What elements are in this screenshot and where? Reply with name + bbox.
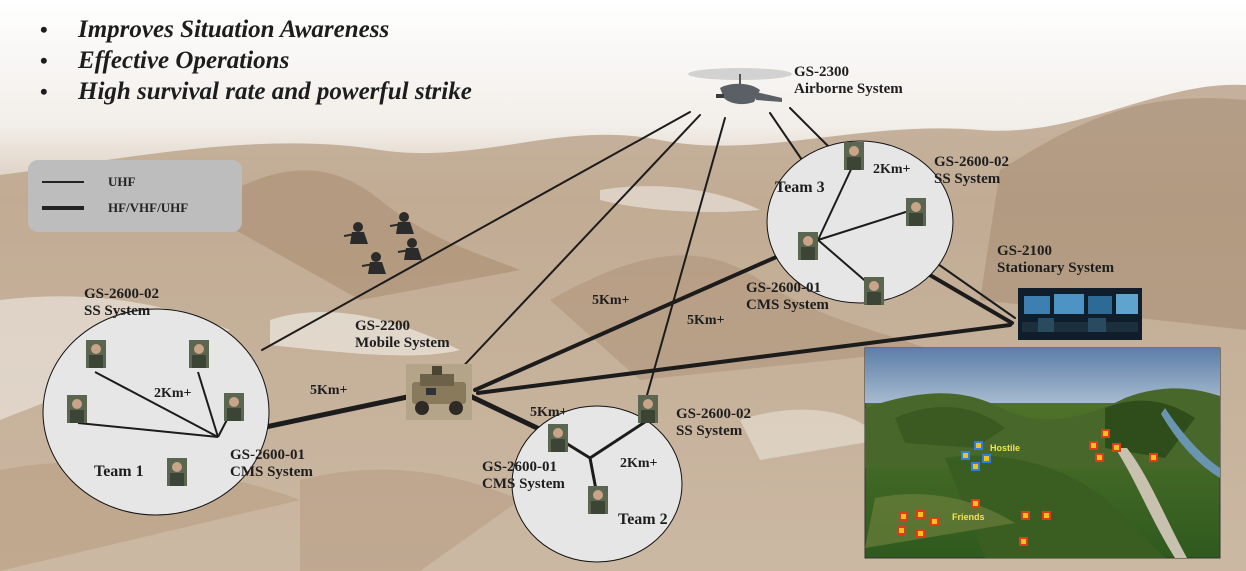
bullet-situation-awareness: •Improves Situation Awareness	[40, 16, 390, 43]
bullet-effective-operations: •Effective Operations	[40, 47, 290, 74]
soldier-icon	[67, 395, 87, 423]
inset-hostile-label: Hostile	[990, 443, 1020, 453]
bullet-survival-strike: •High survival rate and powerful strike	[40, 78, 472, 105]
soldier-icon	[864, 277, 884, 305]
mid-lower-distance: 5Km+	[687, 313, 725, 328]
friend-marker	[897, 526, 906, 535]
stationary-system-label: GS-2100 Stationary System	[997, 243, 1115, 276]
hostile-markers	[961, 441, 991, 471]
team2-cms-system-label: GS-2600-01 CMS System	[482, 459, 565, 492]
legend-thick-line	[42, 206, 84, 210]
hostile-marker	[982, 454, 991, 463]
friend-marker	[1095, 453, 1104, 462]
team3-circle	[766, 140, 954, 304]
hostile-marker	[971, 462, 980, 471]
link-heli-mobile	[454, 114, 701, 376]
soldier-icon	[588, 486, 608, 514]
friend-marker	[930, 517, 939, 526]
team2-label: Team 2	[618, 511, 668, 528]
legend-hf-vhf-uhf-label: HF/VHF/UHF	[108, 200, 189, 215]
team1-inner-distance: 2Km+	[154, 386, 192, 401]
bullet-dot: •	[40, 48, 48, 73]
inset-terrain-map	[864, 347, 1221, 559]
bullet-dot: •	[40, 79, 48, 104]
link-heli-team1	[261, 111, 691, 351]
soldier-icon	[86, 340, 106, 368]
mobile-system-label: GS-2200 Mobile System	[355, 318, 450, 351]
friend-marker	[899, 512, 908, 521]
legend-thin-line	[42, 181, 84, 183]
legend-box: UHF HF/VHF/UHF	[28, 160, 242, 232]
airborne-system-label: GS-2300 Airborne System	[794, 64, 903, 97]
soldier-icon	[638, 395, 658, 423]
link-heli-station	[789, 107, 831, 149]
soldier-icon	[548, 424, 568, 452]
legend-row-hf-vhf-uhf: HF/VHF/UHF	[42, 198, 188, 218]
soldier-icon	[906, 198, 926, 226]
link-mobile-team3	[473, 241, 810, 392]
team1-label: Team 1	[94, 463, 144, 480]
soldier-icons	[67, 142, 926, 514]
soldier-silhouettes	[343, 212, 422, 274]
soldier-icon	[224, 393, 244, 421]
key-benefits-list: •Improves Situation Awareness •Effective…	[40, 14, 472, 107]
friend-marker	[1112, 443, 1121, 452]
team1-ss-system-label: GS-2600-02 SS System	[84, 286, 159, 319]
team3-ss-system-label: GS-2600-02 SS System	[934, 154, 1009, 187]
humvee-icon	[406, 364, 472, 420]
friend-marker	[971, 499, 980, 508]
team3-label: Team 3	[775, 179, 825, 196]
mid-upper-distance: 5Km+	[592, 293, 630, 308]
mobile-team1-distance: 5Km+	[310, 383, 348, 398]
hostile-marker	[961, 451, 970, 460]
friend-marker	[1089, 441, 1098, 450]
team1-cms-system-label: GS-2600-01 CMS System	[230, 447, 313, 480]
team2-ss-system-label: GS-2600-02 SS System	[676, 406, 751, 439]
command-station-icon	[1018, 288, 1142, 340]
friend-marker	[1021, 511, 1030, 520]
friend-markers	[897, 429, 1158, 546]
soldier-icon	[798, 232, 818, 260]
hostile-marker	[974, 441, 983, 450]
soldier-icon	[189, 340, 209, 368]
friend-marker	[1149, 453, 1158, 462]
legend-row-uhf: UHF	[42, 172, 135, 192]
friend-marker	[1019, 537, 1028, 546]
inset-friends-label: Friends	[952, 512, 985, 522]
friend-marker	[916, 529, 925, 538]
friend-marker	[916, 510, 925, 519]
bullet-dot: •	[40, 17, 48, 42]
soldier-icon	[167, 458, 187, 486]
team2-inner-distance: 2Km+	[620, 456, 658, 471]
link-heli-team3	[769, 112, 803, 161]
friend-marker	[1042, 511, 1051, 520]
team3-inner-distance: 2Km+	[873, 162, 911, 177]
friend-marker	[1101, 429, 1110, 438]
mobile-team2-distance: 5Km+	[530, 405, 568, 420]
link-team3-station-thin	[934, 261, 1016, 319]
legend-uhf-label: UHF	[108, 174, 136, 189]
link-mobile-station	[476, 323, 1012, 395]
soldier-icon	[844, 142, 864, 170]
helicopter-icon	[688, 68, 792, 105]
team3-cms-system-label: GS-2600-01 CMS System	[746, 280, 829, 313]
